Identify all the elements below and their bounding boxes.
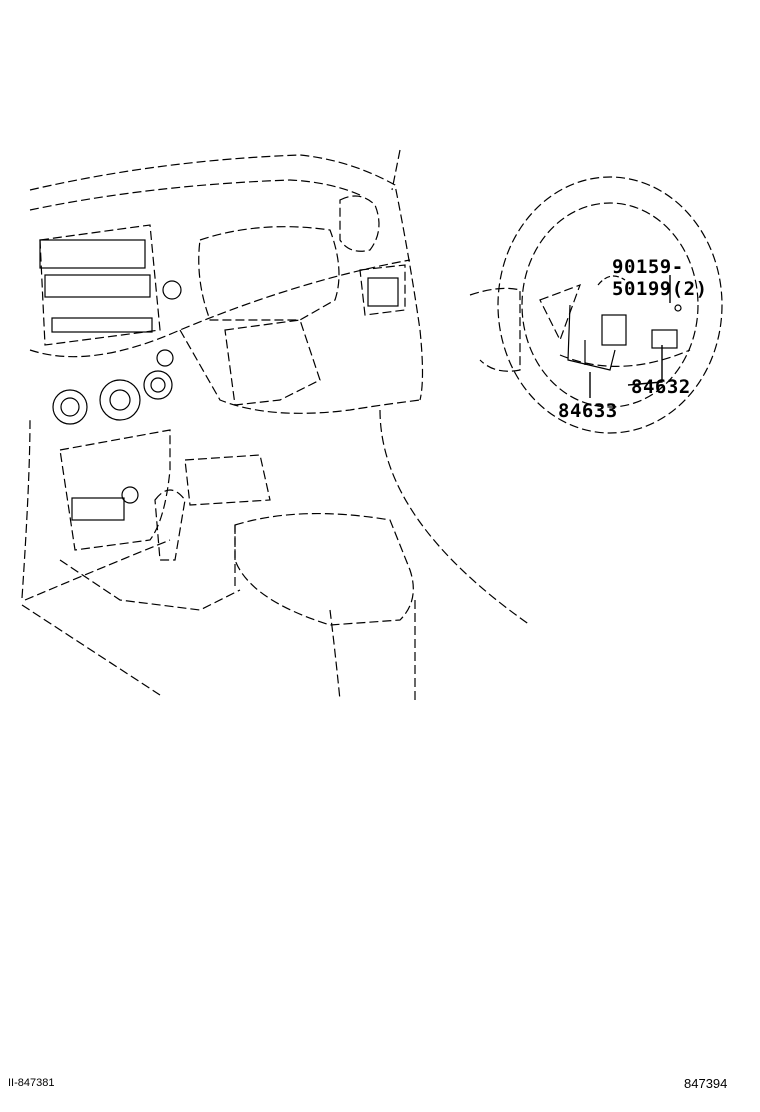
steering-wheel-illustration	[469, 176, 723, 434]
figure-number: 847394	[684, 1076, 728, 1091]
dashboard-outline	[21, 149, 531, 701]
callout-90159-50199[interactable]: 90159-50199(2)	[612, 256, 708, 300]
callout-84633[interactable]: 84633	[558, 400, 618, 422]
leader-lines	[589, 275, 671, 398]
dashboard-details	[39, 239, 399, 521]
callout-84632[interactable]: 84632	[631, 376, 691, 398]
illustration-reference: II-847381	[8, 1077, 55, 1089]
